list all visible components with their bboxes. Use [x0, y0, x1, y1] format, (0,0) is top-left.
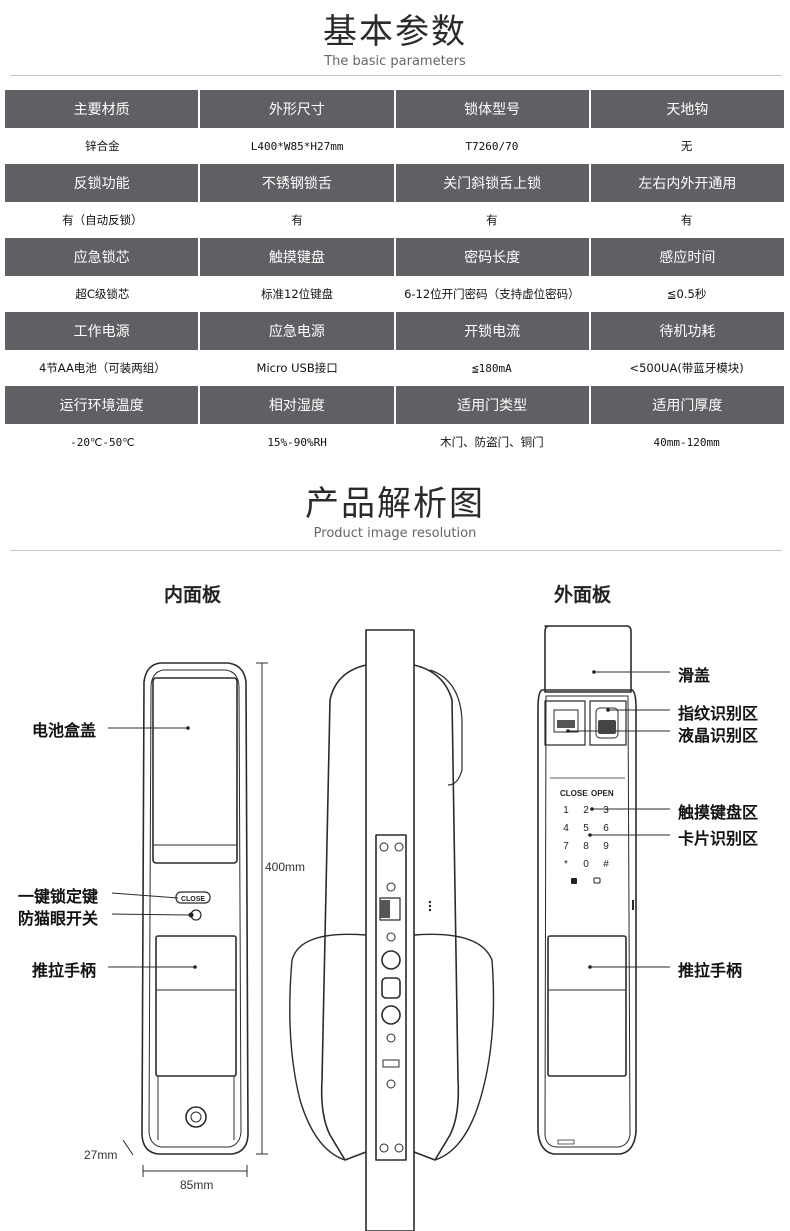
section-subtitle-en: The basic parameters — [324, 54, 466, 69]
dim-width: 85mm — [180, 1178, 214, 1192]
param-name: 感应时间 — [590, 238, 784, 276]
param-name: 不锈钢锁舌 — [200, 164, 394, 202]
params-value-row: -20℃-50℃ 15%-90%RH 木门、防盗门、铜门 40mm-120mm — [5, 424, 784, 460]
param-value: 锌合金 — [85, 139, 120, 153]
param-value: ≦0.5秒 — [666, 287, 707, 301]
inner-panel-title: 内面板 — [164, 584, 222, 606]
key: # — [603, 859, 609, 870]
param-name: 运行环境温度 — [5, 386, 199, 424]
param-value: 40mm-120mm — [653, 435, 720, 449]
param-name: 工作电源 — [5, 312, 199, 350]
keypad-close-label: CLOSE — [560, 789, 588, 798]
param-name: 应急电源 — [200, 312, 394, 350]
params-value-row: 超C级锁芯 标准12位键盘 6-12位开门密码（支持虚位密码） ≦0.5秒 — [5, 276, 784, 312]
param-name: 主要材质 — [5, 90, 199, 128]
side-view-drawing — [289, 629, 495, 1231]
dimension-lines — [122, 662, 268, 1177]
key: 9 — [603, 841, 609, 852]
section-subtitle-en: Product image resolution — [313, 526, 477, 541]
section-title-resolution: 产品解析图 Product image resolution — [0, 484, 790, 541]
param-value: 有 — [291, 213, 303, 227]
label-slide-cover: 滑盖 — [678, 666, 711, 685]
params-header-row: 工作电源 应急电源 开锁电流 待机功耗 — [5, 312, 784, 350]
section-title-zh: 产品解析图 — [305, 484, 485, 524]
param-name: 适用门厚度 — [590, 386, 784, 424]
section-title-basic: 基本参数 The basic parameters — [0, 12, 790, 69]
key: 7 — [563, 841, 569, 852]
param-value: T7260/70 — [465, 139, 519, 153]
key: 4 — [563, 823, 569, 834]
param-value: 6-12位开门密码（支持虚位密码） — [404, 287, 580, 301]
section-title-zh: 基本参数 — [323, 12, 467, 52]
key: 2 — [583, 805, 589, 816]
param-value: 木门、防盗门、铜门 — [440, 435, 544, 449]
param-value: 无 — [680, 139, 693, 153]
divider — [10, 550, 782, 551]
key: 0 — [583, 859, 589, 870]
param-value: L400*W85*H27mm — [250, 139, 344, 153]
param-value: 有 — [486, 213, 498, 227]
param-name: 外形尺寸 — [200, 90, 394, 128]
param-value: Micro USB接口 — [256, 361, 338, 375]
params-header-row: 反锁功能 不锈钢锁舌 关门斜锁舌上锁 左右内外开通用 — [5, 164, 784, 202]
dim-depth: 27mm — [84, 1148, 118, 1162]
param-name: 天地钩 — [590, 90, 784, 128]
param-value: ≦180mA — [472, 361, 512, 375]
lock-drawing: CLOSE CLOSE OPEN 1 2 3 4 5 6 7 8 9 * 0 # — [108, 625, 670, 1231]
param-value: 有（自动反锁） — [62, 213, 143, 227]
param-name: 相对湿度 — [200, 386, 394, 424]
outer-panel-title: 外面板 — [554, 584, 612, 606]
param-value: 15%-90%RH — [267, 435, 327, 449]
inner-panel-drawing — [141, 662, 249, 1155]
param-value: 4节AA电池（可装两组） — [38, 361, 166, 375]
keypad-open-label: OPEN — [591, 789, 614, 798]
key: 5 — [583, 823, 589, 834]
param-name: 适用门类型 — [395, 386, 589, 424]
key: * — [564, 859, 568, 870]
param-name: 开锁电流 — [395, 312, 589, 350]
dim-height: 400mm — [265, 860, 306, 874]
param-name: 反锁功能 — [5, 164, 199, 202]
params-value-row: 锌合金 L400*W85*H27mm T7260/70 无 — [5, 128, 784, 164]
label-lcd: 液晶识别区 — [678, 726, 759, 745]
param-name: 密码长度 — [395, 238, 589, 276]
close-button-text: CLOSE — [181, 896, 205, 903]
label-peephole-switch: 防猫眼开关 — [18, 909, 99, 928]
outer-panel-drawing — [537, 625, 637, 1155]
key: 1 — [563, 805, 569, 816]
key: 8 — [583, 841, 589, 852]
params-header-row: 运行环境温度 相对湿度 适用门类型 适用门厚度 — [5, 386, 784, 424]
leader-lines — [108, 671, 670, 968]
label-battery-cover: 电池盒盖 — [32, 721, 97, 740]
label-card: 卡片识别区 — [678, 829, 759, 848]
param-value: <500UA(带蓝牙模块) — [629, 361, 744, 375]
label-fingerprint: 指纹识别区 — [678, 704, 759, 723]
params-header-row: 主要材质 外形尺寸 锁体型号 天地钩 — [5, 90, 784, 128]
param-name: 触摸键盘 — [200, 238, 394, 276]
params-header-row: 应急锁芯 触摸键盘 密码长度 感应时间 — [5, 238, 784, 276]
keypad: CLOSE OPEN 1 2 3 4 5 6 7 8 9 * 0 # — [560, 789, 614, 884]
params-table: 主要材质 外形尺寸 锁体型号 天地钩 锌合金 L400*W85*H27mm T7… — [5, 90, 784, 460]
params-value-row: 有（自动反锁） 有 有 有 — [5, 202, 784, 238]
param-value: 超C级锁芯 — [75, 287, 130, 301]
label-outer-handle: 推拉手柄 — [678, 961, 743, 980]
key: 6 — [603, 823, 609, 834]
param-name: 应急锁芯 — [5, 238, 199, 276]
key: 3 — [603, 805, 609, 816]
param-name: 左右内外开通用 — [590, 164, 784, 202]
product-diagram: CLOSE CLOSE OPEN 1 2 3 4 5 6 7 8 9 * 0 #… — [0, 560, 790, 1231]
label-keypad: 触摸键盘区 — [678, 803, 759, 822]
param-value: 有 — [680, 213, 693, 227]
param-value: 标准12位键盘 — [261, 287, 334, 301]
param-name: 关门斜锁舌上锁 — [395, 164, 589, 202]
params-value-row: 4节AA电池（可装两组） Micro USB接口 ≦180mA <500UA(带… — [5, 350, 784, 386]
param-name: 锁体型号 — [395, 90, 589, 128]
param-value: -20℃-50℃ — [70, 435, 135, 449]
label-inner-handle: 推拉手柄 — [32, 961, 97, 980]
param-name: 待机功耗 — [590, 312, 784, 350]
divider — [10, 75, 782, 76]
label-one-key-lock: 一键锁定键 — [18, 887, 99, 906]
